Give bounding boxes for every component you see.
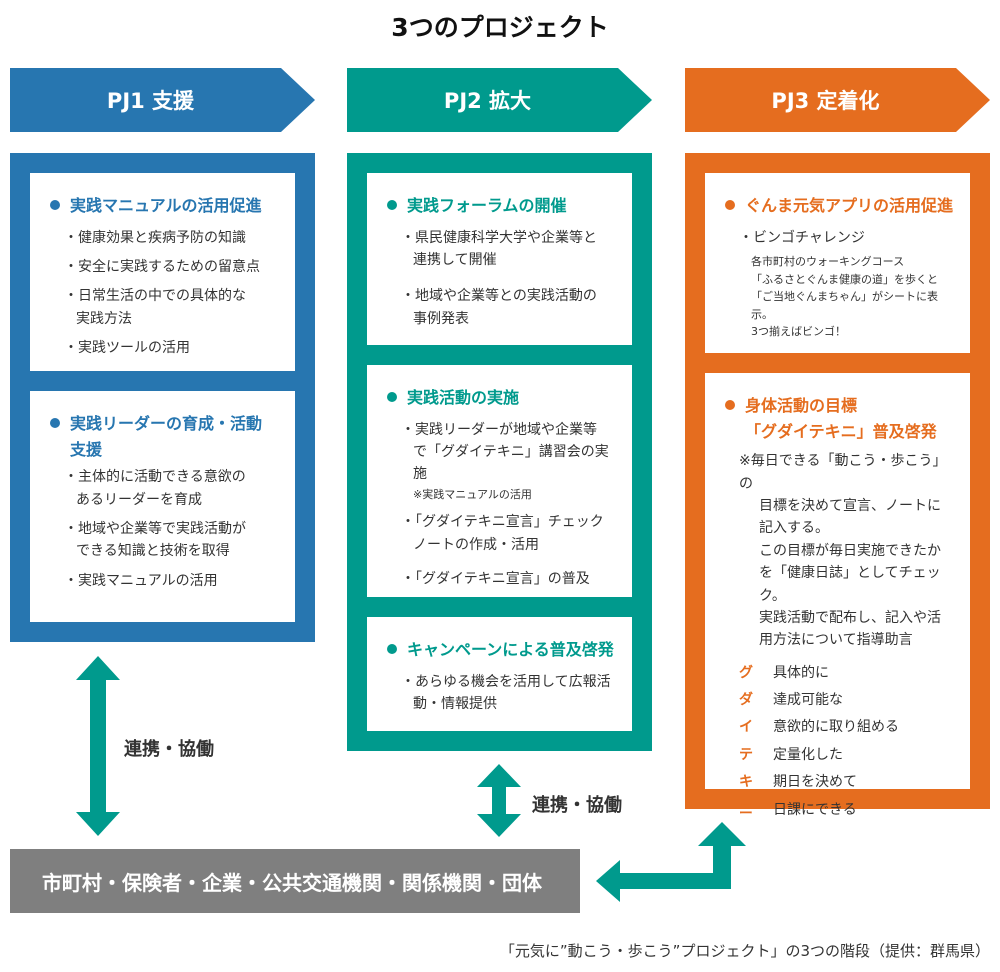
- description-line: 目標を決めて宣言、ノートに: [759, 497, 941, 514]
- pj3-header: PJ3 定着化: [685, 68, 990, 132]
- bullet-dot-icon: [725, 400, 735, 410]
- bullet-dot-icon: [387, 644, 397, 654]
- page-title: 3つのプロジェクト: [391, 13, 609, 42]
- pj2-header: PJ2 拡大: [347, 68, 652, 132]
- bullet-dot-icon: [387, 392, 397, 402]
- link-label: 連携・協働: [532, 795, 622, 816]
- note-line: 「ご当地ぐんまちゃん」がシートに表示。: [751, 290, 938, 321]
- pj3-card-gdk: 身体活動の目標「グダイテキニ」普及啓発 ※毎日できる「動こう・歩こう」の 目標を…: [705, 373, 970, 818]
- list-item: ・ビンゴチャレンジ: [739, 229, 865, 246]
- pj1-card-leader: 実践リーダーの育成・活動支援 ・主体的に活動できる意欲の あるリーダーを育成 ・…: [30, 391, 295, 622]
- bullet-dot-icon: [725, 200, 735, 210]
- list-item: 連携して開催: [413, 251, 497, 268]
- card-title: 実践マニュアルの活用促進: [48, 193, 281, 219]
- list-item: で「グダイテキニ」講習会の実施: [413, 443, 609, 483]
- double-arrow-icon: [477, 764, 521, 837]
- pj2-card-practice: 実践活動の実施 ・実践リーダーが地域や企業等 で「グダイテキニ」講習会の実施 ※…: [367, 365, 632, 597]
- card-title: ぐんま元気アプリの活用促進: [723, 193, 956, 219]
- card-title: 実践リーダーの育成・活動支援: [48, 411, 281, 462]
- list-item: ・健康効果と疾病予防の知識: [64, 229, 246, 246]
- description-line: 実践活動で配布し、記入や活: [759, 609, 941, 626]
- list-item: ・地域や企業等で実践活動が: [64, 520, 246, 537]
- card-title: 実践フォーラムの開催: [385, 193, 618, 219]
- card-title: 身体活動の目標「グダイテキニ」普及啓発: [723, 393, 956, 444]
- double-arrow-icon: [76, 656, 120, 836]
- pj2-panel: 実践フォーラムの開催 ・県民健康科学大学や企業等と 連携して開催 ・地域や企業等…: [347, 153, 652, 751]
- list-note: ※実践マニュアルの活用: [413, 487, 532, 501]
- list-item: ノートの作成・活用: [413, 536, 539, 553]
- note-line: 「ふるさとぐんま健康の道」を歩くと: [751, 272, 938, 286]
- list-item: ・日常生活の中での具体的な: [64, 288, 246, 305]
- pj1-card-manual: 実践マニュアルの活用促進 ・健康効果と疾病予防の知識 ・安全に実践するための留意…: [30, 173, 295, 371]
- figure-caption: 「元気に”動こう・歩こう”プロジェクト」の3つの階段（提供：群馬県）: [499, 942, 990, 960]
- list-item: 動・情報提供: [413, 695, 497, 712]
- bullet-dot-icon: [50, 418, 60, 428]
- bullet-dot-icon: [387, 200, 397, 210]
- link-label: 連携・協働: [124, 739, 214, 760]
- note-line: 各市町村のウォーキングコース: [751, 254, 905, 268]
- gtk-row: ニ日課にできる: [739, 801, 857, 818]
- gtk-row: テ定量化した: [739, 746, 843, 763]
- list-item: ・実践リーダーが地域や企業等: [401, 421, 597, 438]
- description-line: を「健康日誌」としてチェック。: [759, 565, 941, 604]
- card-title: 実践活動の実施: [385, 385, 618, 411]
- description-line: 記入する。: [759, 520, 829, 537]
- pj3-panel: ぐんま元気アプリの活用促進 ・ビンゴチャレンジ 各市町村のウォーキングコース 「…: [685, 153, 990, 818]
- list-item: ・県民健康科学大学や企業等と: [401, 229, 597, 246]
- note-line: 3つ揃えばビンゴ！: [751, 325, 846, 339]
- list-item: 実践方法: [76, 310, 132, 327]
- gtk-row: グ具体的に: [739, 664, 829, 681]
- pj1-panel: 実践マニュアルの活用促進 ・健康効果と疾病予防の知識 ・安全に実践するための留意…: [10, 153, 315, 642]
- list-item: できる知識と技術を取得: [76, 543, 230, 560]
- gtk-row: ダ達成可能な: [739, 692, 843, 709]
- list-item: 事例発表: [413, 310, 469, 327]
- list-item: ・安全に実践するための留意点: [64, 258, 260, 275]
- description-line: この目標が毎日実施できたか: [759, 542, 941, 559]
- elbow-arrow-icon: [596, 822, 746, 902]
- list-item: ・実践マニュアルの活用: [64, 572, 218, 589]
- pj2-card-campaign: キャンペーンによる普及啓発 ・あらゆる機会を活用して広報活 動・情報提供: [367, 617, 632, 731]
- stakeholders-box: 市町村・保険者・企業・公共交通機関・関係機関・団体: [10, 849, 580, 913]
- pj1-header: PJ1 支援: [10, 68, 315, 132]
- gtk-row: キ期日を決めて: [739, 774, 857, 791]
- list-item: ・あらゆる機会を活用して広報活: [401, 673, 611, 690]
- pj3-card-app: ぐんま元気アプリの活用促進 ・ビンゴチャレンジ 各市町村のウォーキングコース 「…: [705, 173, 970, 353]
- card-title: キャンペーンによる普及啓発: [385, 637, 618, 663]
- pj2-card-forum: 実践フォーラムの開催 ・県民健康科学大学や企業等と 連携して開催 ・地域や企業等…: [367, 173, 632, 345]
- list-item: ・主体的に活動できる意欲の: [64, 469, 246, 486]
- list-item: ・実践ツールの活用: [64, 340, 190, 357]
- description-line: 用方法について指導助言: [759, 632, 913, 649]
- list-item: ・「グダイテキニ宣言」の普及: [401, 571, 590, 588]
- list-item: あるリーダーを育成: [76, 491, 202, 508]
- description-line: ※毎日できる「動こう・歩こう」の: [739, 453, 947, 492]
- list-item: ・「グダイテキニ宣言」チェック: [401, 514, 604, 531]
- list-item: ・地域や企業等との実践活動の: [401, 288, 597, 305]
- bullet-dot-icon: [50, 200, 60, 210]
- gtk-row: イ意欲的に取り組める: [739, 719, 899, 736]
